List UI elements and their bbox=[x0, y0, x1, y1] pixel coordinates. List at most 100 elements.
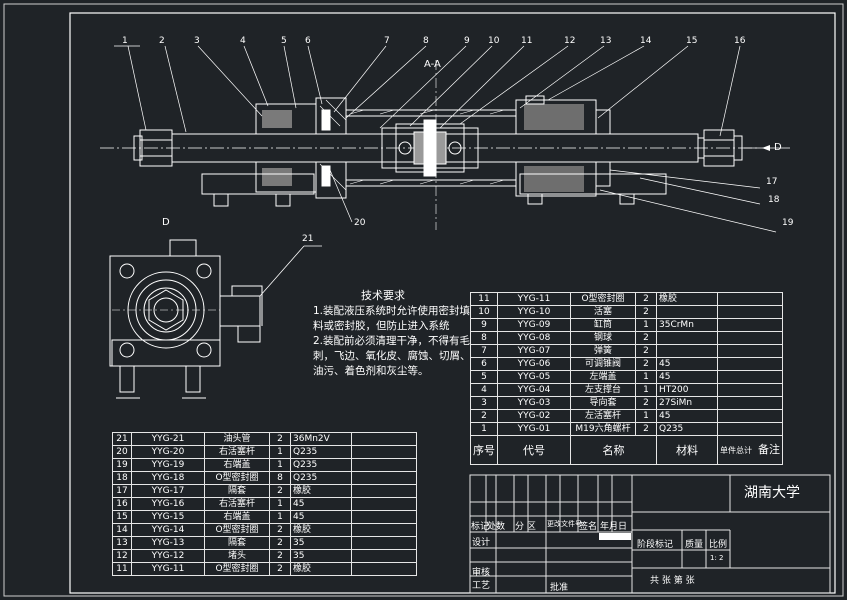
bom-material: 橡胶 bbox=[290, 484, 352, 498]
balloon-3: 3 bbox=[194, 36, 200, 46]
bom-note bbox=[717, 344, 783, 358]
bom-material: HT200 bbox=[656, 383, 718, 397]
bom-material: 45 bbox=[290, 497, 352, 511]
bom-no: 19 bbox=[112, 458, 132, 472]
bom-qty: 1 bbox=[635, 370, 657, 384]
bom-qty: 1 bbox=[635, 318, 657, 332]
bom-code: YYG-02 bbox=[497, 409, 571, 423]
bom-qty: 2 bbox=[269, 484, 291, 498]
header-material: 材料 bbox=[656, 435, 718, 465]
bom-note bbox=[351, 458, 417, 472]
bom-note bbox=[351, 549, 417, 563]
bom-qty: 2 bbox=[635, 292, 657, 306]
balloon-21: 21 bbox=[302, 234, 314, 244]
bom-no: 5 bbox=[470, 370, 498, 384]
bom-material: Q235 bbox=[290, 471, 352, 485]
bom-note bbox=[351, 497, 417, 511]
bom-no: 10 bbox=[470, 305, 498, 319]
tb-stage: 阶段标记 bbox=[637, 540, 674, 550]
bom-note bbox=[717, 383, 783, 397]
bom-code: YYG-14 bbox=[131, 523, 205, 537]
bom-name: O型密封圈 bbox=[204, 471, 270, 485]
bom-name: 活塞 bbox=[570, 305, 636, 319]
bom-code: YYG-06 bbox=[497, 357, 571, 371]
bom-no: 7 bbox=[470, 344, 498, 358]
balloon-20: 20 bbox=[354, 218, 366, 228]
balloon-4: 4 bbox=[240, 36, 246, 46]
bom-material: 35 bbox=[290, 549, 352, 563]
tb-date: 年月日 bbox=[600, 522, 628, 532]
bom-name: 右活塞杆 bbox=[204, 445, 270, 459]
tb-count: 处数 bbox=[487, 522, 506, 532]
tb-mass: 质量 bbox=[685, 540, 704, 550]
bom-no: 13 bbox=[112, 536, 132, 550]
balloon-5: 5 bbox=[281, 36, 287, 46]
tb-approve: 批准 bbox=[550, 583, 569, 593]
bom-material: 45 bbox=[656, 370, 718, 384]
bom-no: 9 bbox=[470, 318, 498, 332]
tb-mark: 标记 bbox=[471, 522, 490, 532]
notes-title: 技术要求 bbox=[361, 289, 405, 302]
org-name: 湖南大学 bbox=[744, 485, 800, 501]
bom-no: 17 bbox=[112, 484, 132, 498]
bom-qty: 2 bbox=[269, 432, 291, 446]
bom-code: YYG-10 bbox=[497, 305, 571, 319]
balloon-17: 17 bbox=[766, 177, 778, 187]
balloon-9: 9 bbox=[464, 36, 470, 46]
bom-code: YYG-04 bbox=[497, 383, 571, 397]
bom-code: YYG-11 bbox=[497, 292, 571, 306]
bom-note bbox=[351, 510, 417, 524]
bom-name: 钢球 bbox=[570, 331, 636, 345]
bom-code: YYG-20 bbox=[131, 445, 205, 459]
bom-header-row: 序号代号名称材料单件总计备注 bbox=[470, 435, 783, 465]
bom-note bbox=[717, 370, 783, 384]
tb-zone: 分 区 bbox=[515, 522, 536, 532]
bom-no: 3 bbox=[470, 396, 498, 410]
balloon-11: 11 bbox=[521, 36, 533, 46]
bom-code: YYG-21 bbox=[131, 432, 205, 446]
bom-qty: 2 bbox=[269, 523, 291, 537]
bom-qty: 1 bbox=[269, 510, 291, 524]
tb-process: 工艺 bbox=[472, 581, 491, 591]
bom-material: 45 bbox=[290, 510, 352, 524]
tb-sign: 签名 bbox=[579, 522, 598, 532]
bom-material bbox=[656, 331, 718, 345]
bom-no: 14 bbox=[112, 523, 132, 537]
bom-note bbox=[717, 396, 783, 410]
bom-qty: 2 bbox=[635, 344, 657, 358]
balloon-2: 2 bbox=[159, 36, 165, 46]
bom-name: 导向套 bbox=[570, 396, 636, 410]
bom-qty: 8 bbox=[269, 471, 291, 485]
bom-code: YYG-13 bbox=[131, 536, 205, 550]
header-weight: 单件总计 bbox=[720, 446, 752, 455]
tb-scale: 1: 2 bbox=[710, 554, 724, 562]
tb-check: 审核 bbox=[472, 568, 491, 578]
bom-note bbox=[351, 536, 417, 550]
view-arrow-label: D bbox=[774, 142, 782, 153]
bom-material: 45 bbox=[656, 409, 718, 423]
balloon-10: 10 bbox=[488, 36, 500, 46]
bom-material: 橡胶 bbox=[290, 523, 352, 537]
bom-note bbox=[351, 523, 417, 537]
bom-code: YYG-17 bbox=[131, 484, 205, 498]
bom-qty: 2 bbox=[635, 331, 657, 345]
bom-material: 橡胶 bbox=[656, 292, 718, 306]
bom-no: 18 bbox=[112, 471, 132, 485]
balloon-19: 19 bbox=[782, 218, 794, 228]
bom-material: Q235 bbox=[656, 422, 718, 436]
bom-note bbox=[351, 484, 417, 498]
bom-code: YYG-08 bbox=[497, 331, 571, 345]
bom-material bbox=[656, 305, 718, 319]
